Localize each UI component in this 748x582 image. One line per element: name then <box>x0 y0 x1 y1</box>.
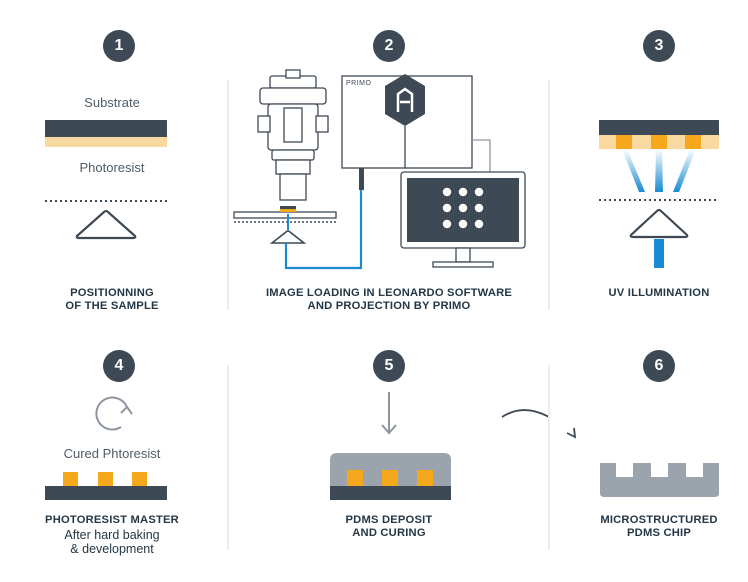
exposed-region-3 <box>685 135 701 149</box>
step-2-caption-line1: IMAGE LOADING IN LEONARDO SOFTWARE <box>265 287 513 299</box>
projection-lens <box>269 230 307 244</box>
step-1-caption-line2: OF THE SAMPLE <box>65 300 159 312</box>
rotate-arrowhead <box>120 405 133 415</box>
uv-substrate-layer <box>599 120 719 135</box>
primo-connector <box>359 168 364 190</box>
step-4-sub-line1: After hard baking <box>64 528 160 542</box>
step-2-caption-line2: AND PROJECTION BY PRIMO <box>307 300 471 312</box>
substrate-label: Substrate <box>84 95 140 110</box>
step-1-number: 1 <box>103 30 135 62</box>
step-6-illustration <box>600 463 719 497</box>
step-4-caption: PHOTORESIST MASTER <box>45 514 179 526</box>
exposed-region-2 <box>651 135 667 149</box>
pattern-dots <box>442 187 484 229</box>
primo-logo-mark <box>396 87 414 112</box>
microscope <box>257 69 329 201</box>
step-3-number: 3 <box>643 30 675 62</box>
mold-feature-2 <box>382 470 398 486</box>
step-6-caption-line1: MICROSTRUCTURED <box>600 514 718 526</box>
uv-beam-2 <box>655 149 663 192</box>
step-6-number: 6 <box>643 350 675 382</box>
step-2-illustration <box>233 69 526 270</box>
sample-photoresist <box>280 209 296 212</box>
step-1-illustration <box>45 120 167 240</box>
uv-beam-1 <box>622 149 645 192</box>
primo-hexagon-logo <box>385 74 425 126</box>
step-5-caption-line2: AND CURING <box>352 527 426 539</box>
curved-arrow-icon <box>501 409 548 418</box>
step-3-caption: UV ILLUMINATION <box>608 287 710 299</box>
sample-substrate <box>280 206 296 209</box>
master-substrate <box>45 486 167 500</box>
substrate-layer <box>45 120 167 137</box>
step-1-caption-line1: POSITIONNING <box>70 287 154 299</box>
primo-device-label: PRIMO <box>346 80 372 87</box>
photoresist-layer <box>45 137 167 147</box>
cured-feature-3 <box>132 472 147 486</box>
step-4-sub-line2: & development <box>70 542 154 556</box>
mold-feature-3 <box>417 470 433 486</box>
mold-feature-1 <box>347 470 363 486</box>
step-2-number: 2 <box>373 30 405 62</box>
objective-lens <box>75 209 137 240</box>
step-5-caption-line1: PDMS DEPOSIT <box>345 514 433 526</box>
step-6-caption-line2: PDMS CHIP <box>627 527 691 539</box>
monitor-neck <box>455 247 471 263</box>
blue-cable <box>284 190 363 270</box>
step-4-illustration <box>45 396 167 500</box>
monitor-base <box>432 261 494 268</box>
curved-arrowhead <box>566 427 577 439</box>
cured-photoresist-label: Cured Phtoresist <box>63 446 161 461</box>
pdms-chip <box>600 463 719 497</box>
mold-substrate <box>330 486 451 500</box>
uv-objective-lens <box>629 208 689 239</box>
monitor-cable <box>472 139 491 172</box>
step-4-number: 4 <box>103 350 135 382</box>
step-5-illustration <box>330 392 548 500</box>
exposed-region-1 <box>616 135 632 149</box>
uv-beam-3 <box>673 149 696 192</box>
cured-feature-2 <box>98 472 113 486</box>
photoresist-label: Photoresist <box>79 160 145 175</box>
step-5-number: 5 <box>373 350 405 382</box>
rotate-arrow-icon <box>95 396 128 431</box>
uv-source-bar <box>654 239 664 268</box>
step-3-illustration <box>599 120 719 268</box>
cured-feature-1 <box>63 472 78 486</box>
down-arrow-icon <box>381 424 397 435</box>
stage-plate <box>233 211 337 219</box>
